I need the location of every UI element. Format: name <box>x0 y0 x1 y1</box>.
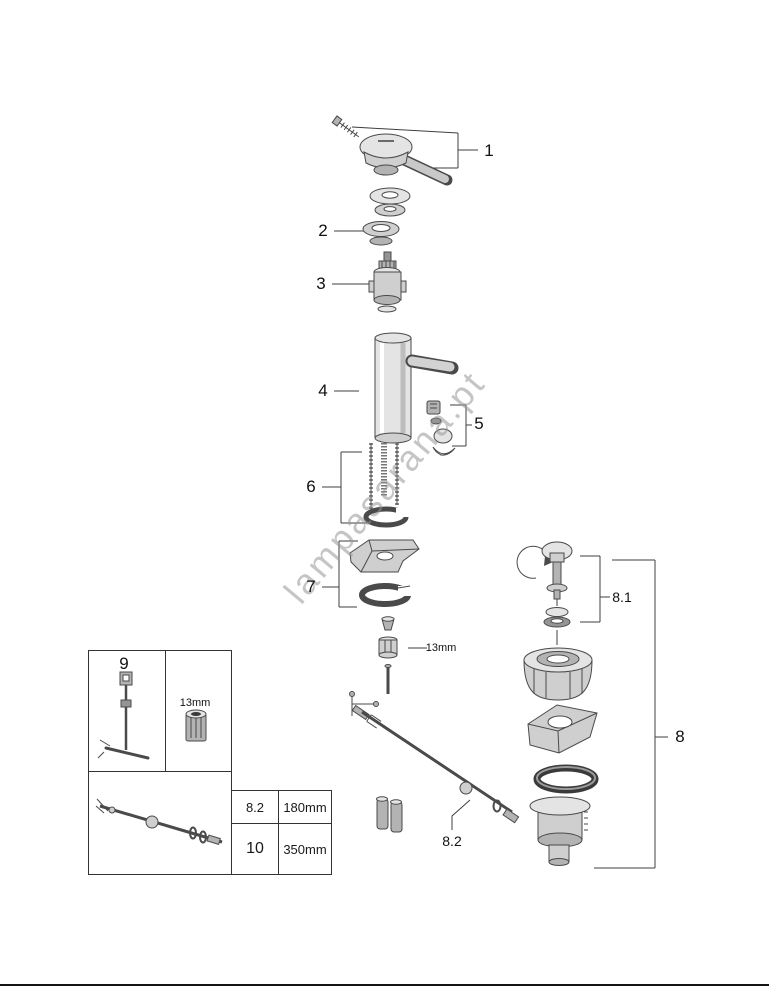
callout-label-8-2: 8.2 <box>442 833 462 849</box>
escutcheon-rings-drawing <box>369 187 411 217</box>
supply-studs-drawing <box>363 443 410 528</box>
horseshoe-washer-drawing <box>359 583 412 607</box>
mounting-bracket-drawing <box>349 539 420 573</box>
footer-rule <box>0 984 769 986</box>
mounting-ring-drawing <box>362 221 400 246</box>
cartridge-drawing <box>368 251 407 313</box>
pivot-parts-drawing <box>378 616 398 694</box>
o-ring-drawing <box>533 764 599 794</box>
set-screw-drawing <box>331 115 360 138</box>
popup-knob-drawing <box>516 541 573 628</box>
wrench-size-box-label: 13mm <box>179 697 211 709</box>
faucet-body-drawing <box>374 332 459 444</box>
callout-lines <box>322 126 668 869</box>
callout-label-8-1: 8.1 <box>612 589 632 605</box>
socket-13mm-drawing <box>185 709 207 742</box>
spec-length-cell: 350mm <box>278 823 331 874</box>
parts-box-vertical-divider <box>165 651 166 771</box>
lift-rod-linkage-drawing <box>349 691 520 833</box>
spec-part-cell: 8.2 <box>245 799 265 815</box>
callout-label-6: 6 <box>306 477 316 496</box>
parts-box-horizontal-divider <box>89 771 231 772</box>
callout-label-4: 4 <box>318 381 328 400</box>
callout-label-2: 2 <box>318 221 328 240</box>
callout-label-9: 9 <box>119 654 129 673</box>
wrench-size-label: 13mm <box>425 642 457 654</box>
lever-handle-drawing <box>359 133 453 186</box>
spec-table: 8.2 180mm 10 350mm <box>231 790 332 875</box>
aerator-parts-drawing <box>426 400 456 456</box>
rod-10-drawing <box>95 798 223 846</box>
hex-key-tool-drawing <box>97 671 150 760</box>
spec-part-cell: 10 <box>232 823 278 874</box>
callout-label-5: 5 <box>474 414 484 433</box>
callout-label-1: 1 <box>484 141 494 160</box>
drain-clamp-drawing <box>527 704 598 754</box>
accessory-parts-box <box>88 650 232 875</box>
callout-label-7: 7 <box>306 577 316 596</box>
spec-length-cell: 180mm <box>278 791 331 823</box>
callout-label-8: 8 <box>675 727 685 746</box>
drain-body-drawing <box>529 796 591 866</box>
callout-label-3: 3 <box>316 274 326 293</box>
drain-flange-drawing <box>523 647 593 701</box>
